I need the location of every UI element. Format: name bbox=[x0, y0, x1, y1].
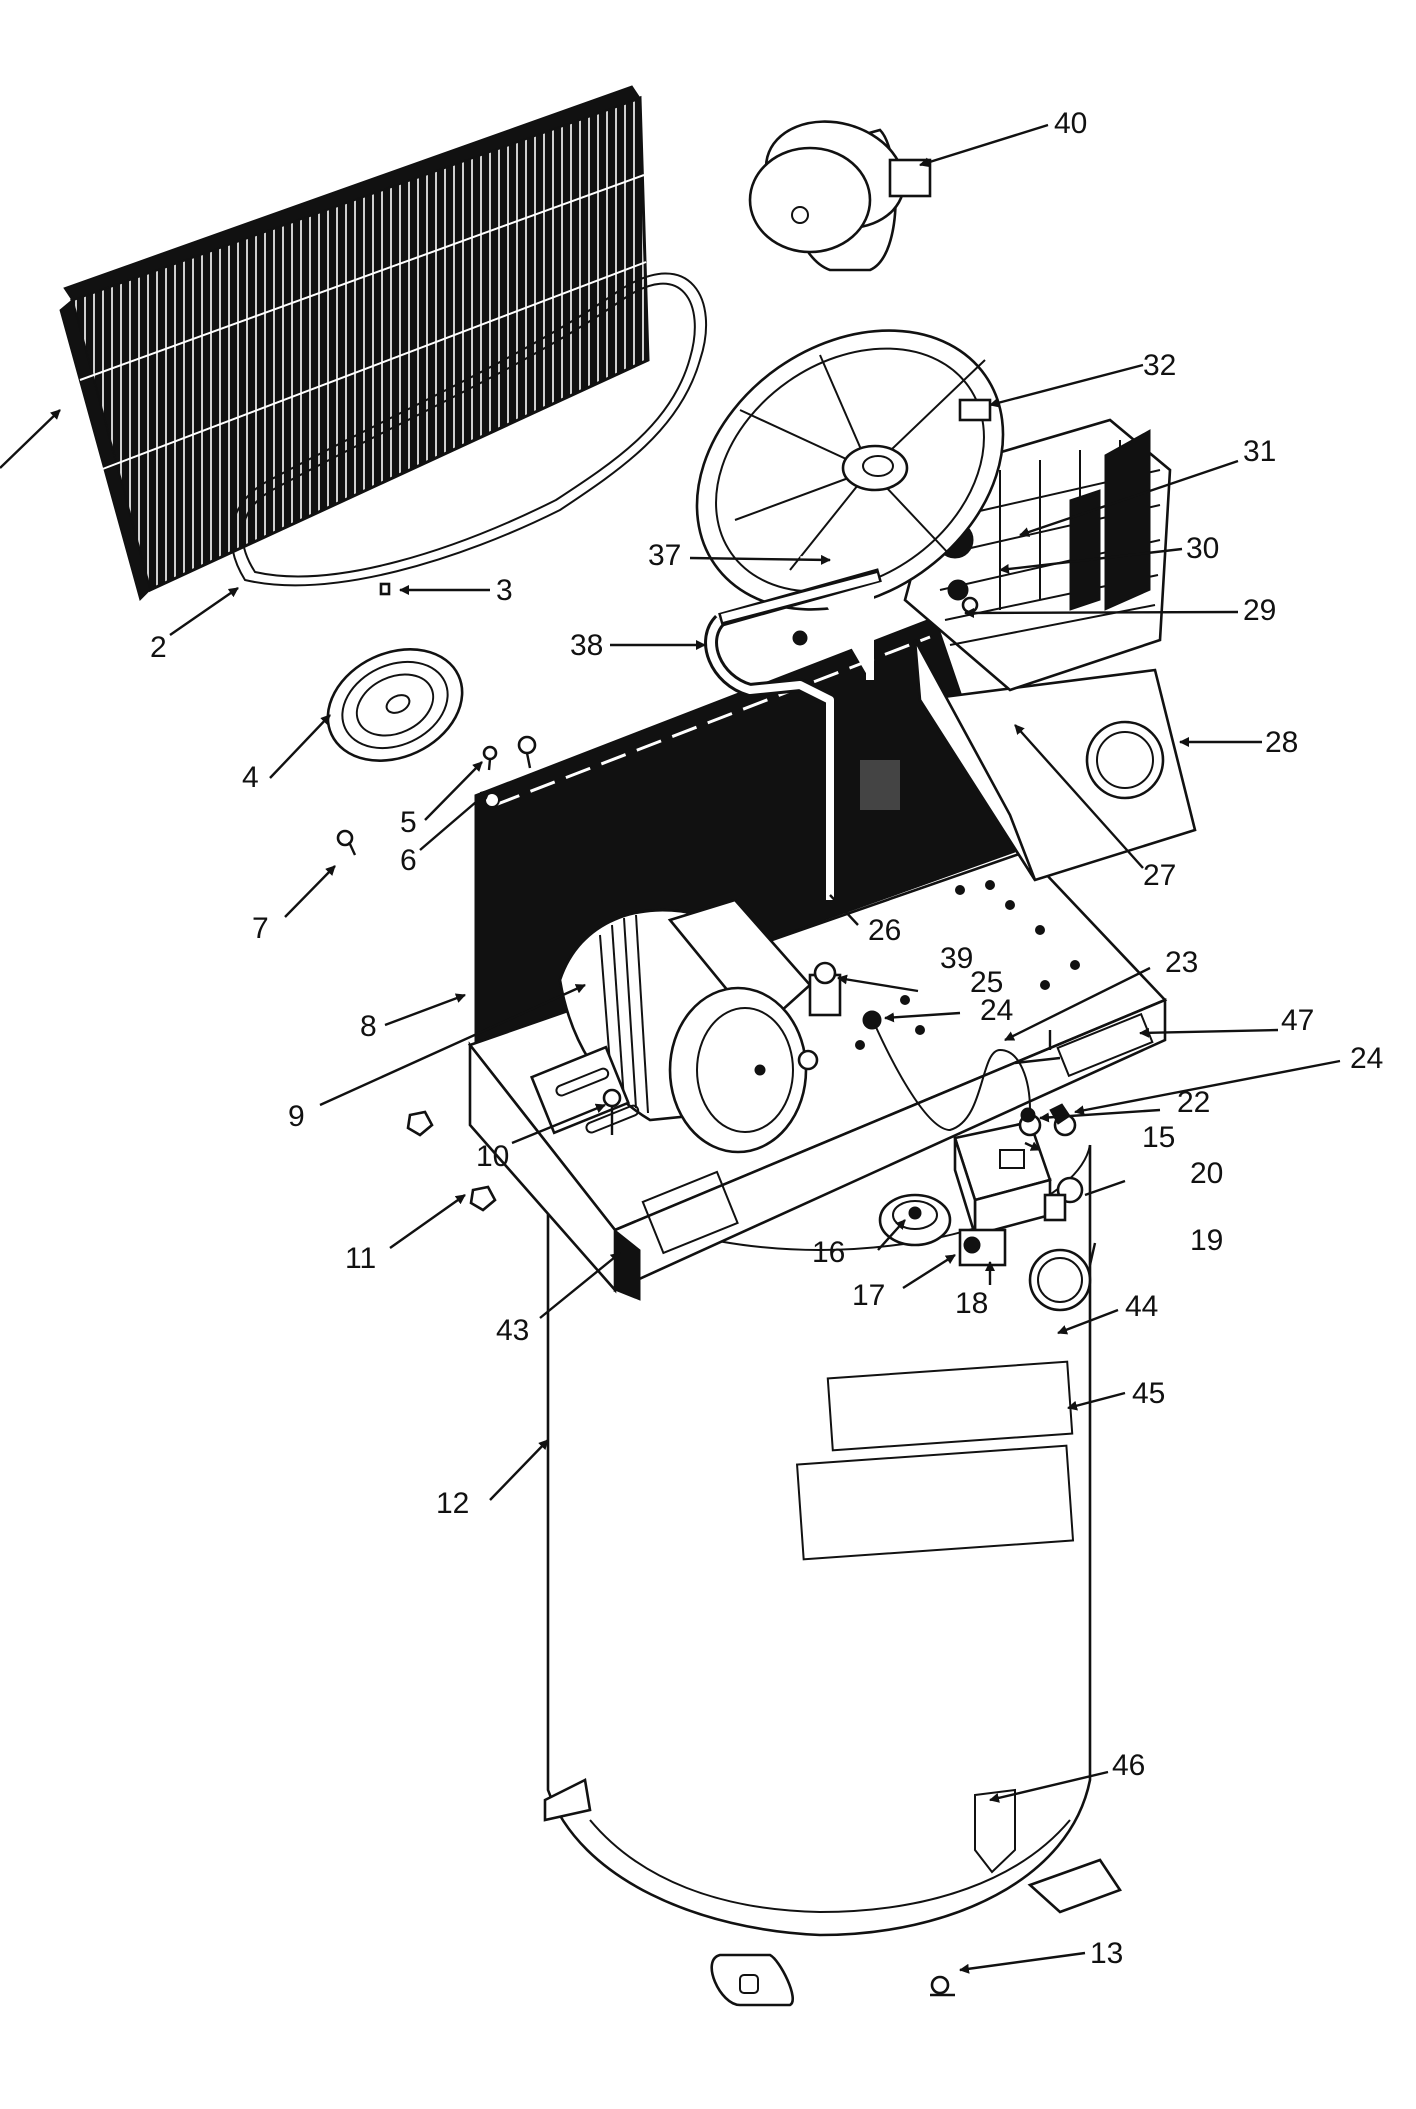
callout-37: 37 bbox=[648, 539, 681, 572]
callout-28: 28 bbox=[1265, 726, 1298, 759]
belt bbox=[230, 272, 708, 587]
callout-46: 46 bbox=[1112, 1749, 1145, 1782]
callout-24b: 24 bbox=[1350, 1042, 1383, 1075]
screw-6 bbox=[517, 735, 537, 769]
callout-8: 8 bbox=[360, 1010, 377, 1043]
flywheel bbox=[695, 329, 1005, 611]
set-screw-3 bbox=[379, 582, 391, 596]
callout-23: 23 bbox=[1165, 946, 1198, 979]
regulator bbox=[878, 1193, 1007, 1267]
gauge bbox=[1028, 1248, 1092, 1312]
motor bbox=[529, 898, 819, 1154]
callout-20: 20 bbox=[1190, 1157, 1223, 1190]
callout-25: 25 bbox=[970, 966, 1003, 999]
callout-32: 32 bbox=[1143, 349, 1176, 382]
callout-16: 16 bbox=[812, 1236, 845, 1269]
fitting-24a bbox=[1020, 1107, 1036, 1123]
callout-24a: 24 bbox=[980, 994, 1013, 1027]
callout-15: 15 bbox=[1142, 1121, 1175, 1154]
check-valve bbox=[808, 961, 882, 1030]
nut-11a bbox=[406, 1110, 434, 1137]
callout-3: 3 bbox=[496, 574, 513, 607]
callout-12: 12 bbox=[436, 1487, 469, 1520]
callout-30: 30 bbox=[1186, 532, 1219, 565]
callout-9: 9 bbox=[288, 1100, 305, 1133]
callout-22: 22 bbox=[1177, 1086, 1210, 1119]
callout-38: 38 bbox=[570, 629, 603, 662]
callout-4: 4 bbox=[242, 761, 259, 794]
callout-45: 45 bbox=[1132, 1377, 1165, 1410]
callout-17: 17 bbox=[852, 1279, 885, 1312]
callout-19: 19 bbox=[1190, 1224, 1223, 1257]
screw-5 bbox=[482, 745, 498, 771]
air-filter bbox=[748, 120, 932, 272]
platform bbox=[467, 850, 1168, 1301]
callout-29: 29 bbox=[1243, 594, 1276, 627]
leader-lines bbox=[0, 123, 1341, 1974]
nut-11b bbox=[469, 1185, 497, 1212]
callout-18: 18 bbox=[955, 1287, 988, 1320]
callout-31: 31 bbox=[1243, 435, 1276, 468]
motor-pulley bbox=[326, 648, 464, 762]
callout-26: 26 bbox=[868, 914, 901, 947]
callout-39: 39 bbox=[940, 942, 973, 975]
callout-6: 6 bbox=[400, 844, 417, 877]
tank bbox=[543, 1144, 1122, 2007]
callout-labels: 2 3 4 5 6 7 8 9 10 11 12 13 15 16 17 18 … bbox=[150, 107, 1383, 1970]
callout-10: 10 bbox=[476, 1140, 509, 1173]
callout-5: 5 bbox=[400, 806, 417, 839]
screw-7 bbox=[336, 829, 357, 856]
callout-13: 13 bbox=[1090, 1937, 1123, 1970]
callout-47: 47 bbox=[1281, 1004, 1314, 1037]
outlet-tube bbox=[704, 556, 882, 900]
callout-7: 7 bbox=[252, 912, 269, 945]
callout-11: 11 bbox=[345, 1242, 376, 1275]
callout-27: 27 bbox=[1143, 859, 1176, 892]
unloader-tube bbox=[874, 1024, 1031, 1132]
fitting-20 bbox=[1043, 1176, 1084, 1222]
callout-2: 2 bbox=[150, 631, 167, 664]
callout-43: 43 bbox=[496, 1314, 529, 1347]
bolt-10 bbox=[602, 1088, 622, 1135]
callout-44: 44 bbox=[1125, 1290, 1158, 1323]
callout-40: 40 bbox=[1054, 107, 1087, 140]
belt-guard bbox=[59, 85, 650, 601]
